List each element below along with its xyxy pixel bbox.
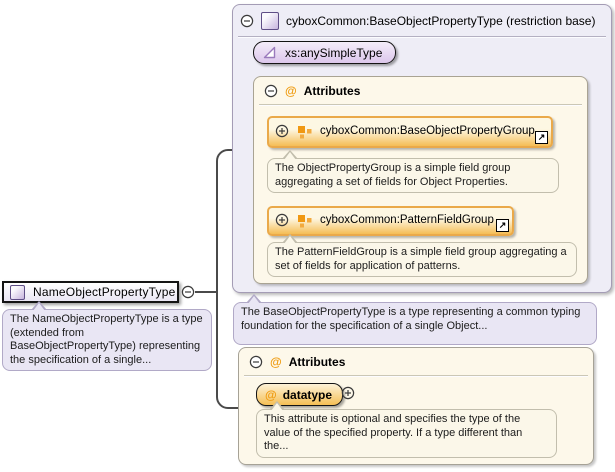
attribute-description-text: This attribute is optional and specifies…: [264, 413, 523, 452]
simple-type-label: xs:anySimpleType: [285, 45, 383, 60]
attribute-at-icon: @: [285, 84, 297, 98]
attribute-group-base-object-property-group[interactable]: cyboxCommon:BaseObjectPropertyGroup ↗: [267, 116, 553, 148]
base-type-header: cyboxCommon:BaseObjectPropertyType (rest…: [233, 5, 611, 30]
root-type-box[interactable]: NameObjectPropertyType: [2, 281, 179, 303]
attribute-group-label: cyboxCommon:BaseObjectPropertyGroup: [320, 125, 535, 137]
collapse-icon[interactable]: [249, 355, 263, 369]
attributes-header-label: Attributes: [303, 84, 361, 98]
expand-icon[interactable]: [341, 386, 355, 400]
base-type-description-text: The BaseObjectPropertyType is a type rep…: [241, 306, 581, 332]
attribute-group-pattern-field-group[interactable]: cyboxCommon:PatternFieldGroup ↗: [267, 206, 514, 236]
base-type-description-bubble: The BaseObjectPropertyType is a type rep…: [233, 294, 597, 345]
attribute-description-bubble: This attribute is optional and specifies…: [256, 401, 557, 458]
open-definition-icon[interactable]: ↗: [535, 131, 548, 144]
attributes-header-label: Attributes: [288, 355, 346, 369]
group-description-bubble: The PatternFieldGroup is a simple field …: [267, 234, 577, 277]
base-type-title: cyboxCommon:BaseObjectPropertyType (rest…: [286, 14, 596, 28]
attribute-group-icon: [298, 214, 312, 227]
complex-type-icon: [10, 284, 25, 300]
attribute-group-label: cyboxCommon:PatternFieldGroup: [320, 214, 494, 226]
complex-type-icon: [261, 12, 279, 30]
root-type-label: NameObjectPropertyType: [33, 285, 176, 299]
attribute-name-label: datatype: [282, 387, 333, 402]
expand-icon[interactable]: [275, 213, 289, 227]
group-description-bubble: The ObjectPropertyGroup is a simple fiel…: [267, 150, 559, 193]
attribute-datatype-pill[interactable]: @ datatype: [256, 383, 344, 406]
attribute-group-icon: [298, 125, 312, 138]
collapse-icon[interactable]: [181, 285, 195, 299]
base-type-panel: cyboxCommon:BaseObjectPropertyType (rest…: [232, 4, 612, 293]
root-description-text: The NameObjectPropertyType is a type (ex…: [10, 313, 203, 366]
expand-icon[interactable]: [275, 124, 289, 138]
attributes-header: @ Attributes: [254, 77, 587, 98]
header-separator: [244, 375, 588, 376]
simple-type-icon: [263, 46, 276, 59]
own-attributes-box: @ Attributes @ datatype This attribute i…: [238, 347, 594, 465]
group-description-text: The ObjectPropertyGroup is a simple fiel…: [275, 162, 511, 188]
attributes-header: @ Attributes: [239, 348, 593, 369]
open-definition-icon[interactable]: ↗: [496, 219, 509, 232]
simple-type-pill[interactable]: xs:anySimpleType: [253, 41, 397, 64]
root-collapse-toggle[interactable]: [181, 285, 195, 299]
base-attributes-box: @ Attributes cyboxCommon:BaseObjectPrope…: [253, 76, 588, 284]
root-description-bubble: The NameObjectPropertyType is a type (ex…: [2, 301, 212, 371]
collapse-icon[interactable]: [264, 84, 278, 98]
collapse-icon[interactable]: [240, 14, 254, 28]
header-separator: [259, 104, 582, 105]
header-separator: [238, 36, 606, 37]
attribute-at-icon: @: [265, 387, 277, 402]
attribute-expand-toggle[interactable]: [341, 386, 355, 400]
attribute-at-icon: @: [270, 355, 282, 369]
group-description-text: The PatternFieldGroup is a simple field …: [275, 246, 567, 272]
